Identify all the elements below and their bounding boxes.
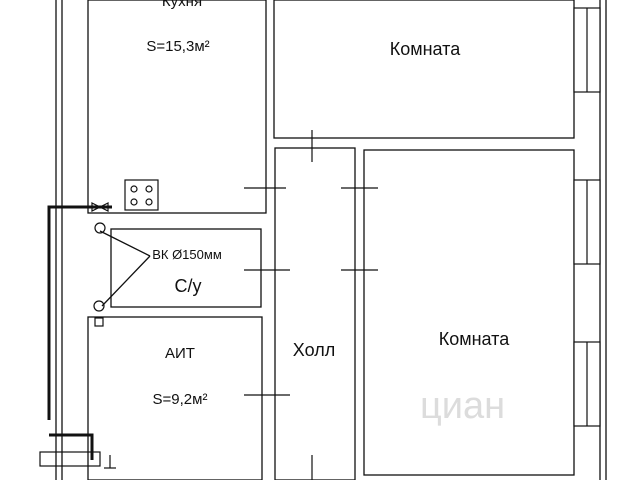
kitchen-area-label: S=15,3м² [146, 38, 209, 55]
right-room-label: Комната [439, 329, 510, 349]
ait-label: АИТ [165, 345, 195, 362]
stove-icon [124, 179, 159, 211]
hall-label: Холл [293, 340, 335, 360]
top-room-label: Комната [390, 39, 461, 59]
outer-walls [55, 0, 607, 480]
bathroom-label: С/у [175, 276, 202, 296]
vent-duct-label: ВК Ø150мм [152, 247, 222, 262]
ait-area-label: S=9,2м² [153, 391, 208, 408]
hall-room [274, 147, 356, 480]
bathroom-room [99, 228, 262, 308]
ait-room [87, 316, 263, 480]
top-room [273, 0, 575, 139]
door-marks [244, 130, 378, 480]
kitchen-room [87, 0, 267, 214]
kitchen-label: Кухня [162, 0, 202, 10]
windows [573, 7, 601, 427]
watermark-text: циан [420, 385, 505, 427]
gas-valves [39, 202, 116, 469]
gas-pipe [47, 205, 112, 460]
right-room [363, 149, 575, 476]
